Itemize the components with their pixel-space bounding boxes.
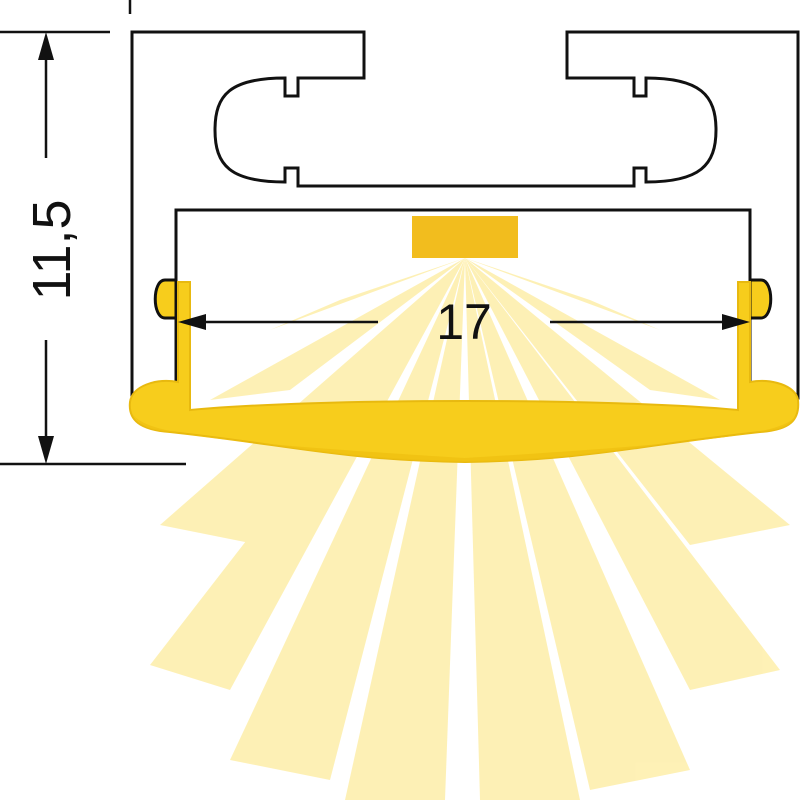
height-arrow-bottom bbox=[38, 436, 54, 464]
profile-outer-body bbox=[130, 30, 800, 400]
light-beam bbox=[160, 258, 465, 545]
light-beam bbox=[465, 258, 720, 400]
light-beam bbox=[465, 258, 780, 690]
light-beam bbox=[465, 258, 690, 790]
light-beam bbox=[230, 258, 465, 780]
light-beam bbox=[270, 258, 465, 330]
light-beam bbox=[345, 258, 465, 800]
width-label: 17 bbox=[436, 294, 492, 350]
light-beam bbox=[465, 258, 580, 800]
aluminium-profile bbox=[130, 30, 800, 400]
diffuser-lower-shade bbox=[130, 402, 799, 462]
light-beam bbox=[465, 258, 790, 545]
right-clip bbox=[748, 278, 773, 320]
height-label: 11,5 bbox=[22, 199, 82, 300]
light-beams bbox=[150, 258, 790, 800]
led-chip bbox=[412, 216, 518, 258]
width-dimension bbox=[178, 314, 750, 330]
left-clip bbox=[153, 278, 178, 320]
light-beam bbox=[465, 258, 660, 330]
height-arrow-top bbox=[38, 32, 54, 60]
height-dimension bbox=[0, 0, 186, 466]
diffuser-clips bbox=[153, 278, 773, 320]
width-arrow-right bbox=[722, 314, 750, 330]
width-arrow-left bbox=[178, 314, 206, 330]
light-beam bbox=[210, 258, 465, 400]
